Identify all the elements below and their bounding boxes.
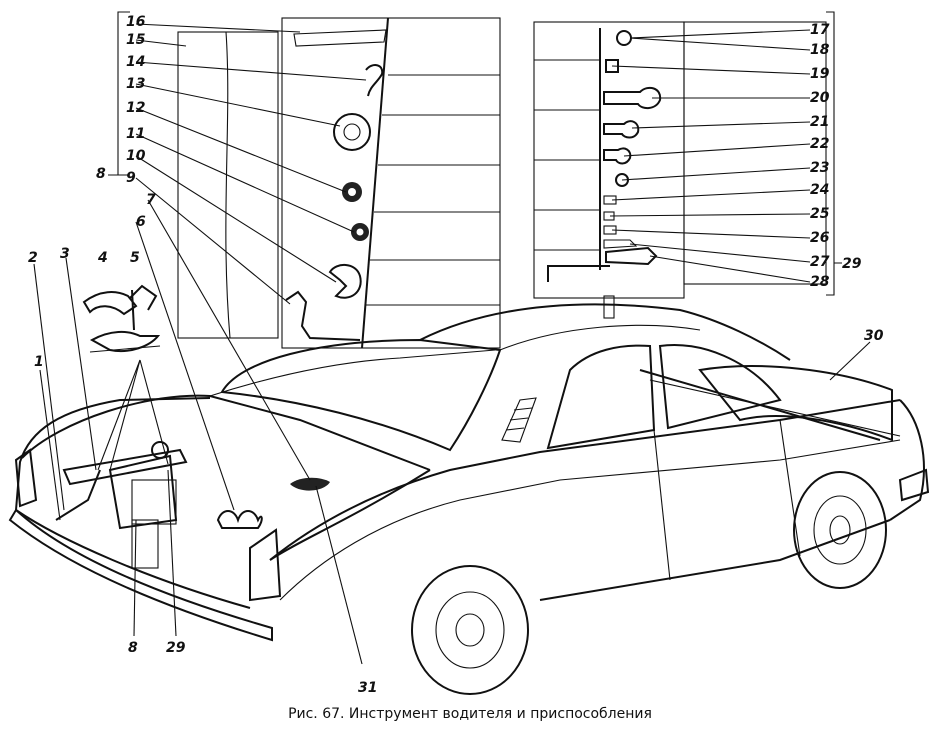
tool-10 [328, 264, 362, 299]
clamp-parts-4-5 [82, 284, 161, 353]
side-window-front [658, 344, 782, 430]
tool-20 [603, 86, 662, 110]
callout-21: 21 [810, 114, 829, 130]
lamp-31 [290, 477, 330, 491]
callout-3: 3 [60, 246, 70, 262]
tool-14 [365, 64, 384, 97]
tool-22 [603, 147, 632, 165]
front-bumper [898, 468, 930, 502]
callout-24: 24 [810, 182, 829, 198]
callout-28: 28 [810, 274, 830, 290]
callout-2: 2 [28, 250, 38, 266]
side-window-rear [546, 344, 656, 450]
callout-1: 1 [34, 354, 44, 370]
callout-8-bottom: 8 [128, 640, 138, 656]
callout-30: 30 [864, 328, 884, 344]
callout-29-right: 29 [842, 256, 862, 272]
callout-7: 7 [146, 192, 156, 208]
callout-9: 9 [126, 170, 136, 186]
jack-and-tools-in-trunk [55, 441, 188, 530]
callout-17: 17 [810, 22, 830, 38]
callout-25: 25 [810, 206, 830, 222]
spring-6 [216, 510, 263, 529]
callout-4: 4 [97, 250, 108, 266]
car-body [8, 303, 930, 695]
callout-29-bottom: 29 [166, 640, 186, 656]
callout-31: 31 [358, 680, 377, 696]
tool-9 [285, 290, 361, 341]
rear-right-taillight [249, 528, 282, 602]
figure-caption: Рис. 67. Инструмент водителя и приспособ… [288, 706, 652, 722]
front-wheel [793, 471, 887, 589]
callout-5: 5 [130, 250, 140, 266]
callout-23: 23 [810, 160, 829, 176]
callout-18: 18 [810, 42, 830, 58]
callout-10: 10 [126, 148, 146, 164]
callout-12: 12 [126, 100, 145, 116]
callout-13: 13 [126, 76, 145, 92]
callout-6: 6 [136, 214, 146, 230]
callout-14: 14 [126, 54, 145, 70]
rear-wheel [411, 565, 529, 695]
tool-16 [293, 29, 387, 47]
rear-window [220, 338, 502, 452]
callout-26: 26 [810, 230, 830, 246]
callout-27: 27 [810, 254, 830, 270]
callout-15: 15 [126, 32, 146, 48]
callout-8-top: 8 [96, 166, 106, 182]
callout-numbers: 16 15 14 13 12 11 10 8 9 7 6 2 3 4 5 1 1… [28, 14, 884, 696]
left-tool-bag [177, 17, 501, 349]
callout-11: 11 [126, 126, 145, 142]
tool-27 [603, 239, 638, 249]
tool-21 [603, 120, 640, 139]
side-vent [501, 397, 537, 443]
tool-28 [605, 246, 658, 266]
tool-18 [616, 30, 632, 46]
callout-16: 16 [126, 14, 146, 30]
tool-bag-30 [698, 365, 893, 442]
tool-13 [333, 113, 371, 151]
rear-left-taillight [14, 448, 38, 508]
leader-lines [33, 23, 871, 665]
callout-19: 19 [810, 66, 830, 82]
license-plate [131, 519, 159, 569]
callout-20: 20 [810, 90, 830, 106]
callout-22: 22 [810, 136, 829, 152]
